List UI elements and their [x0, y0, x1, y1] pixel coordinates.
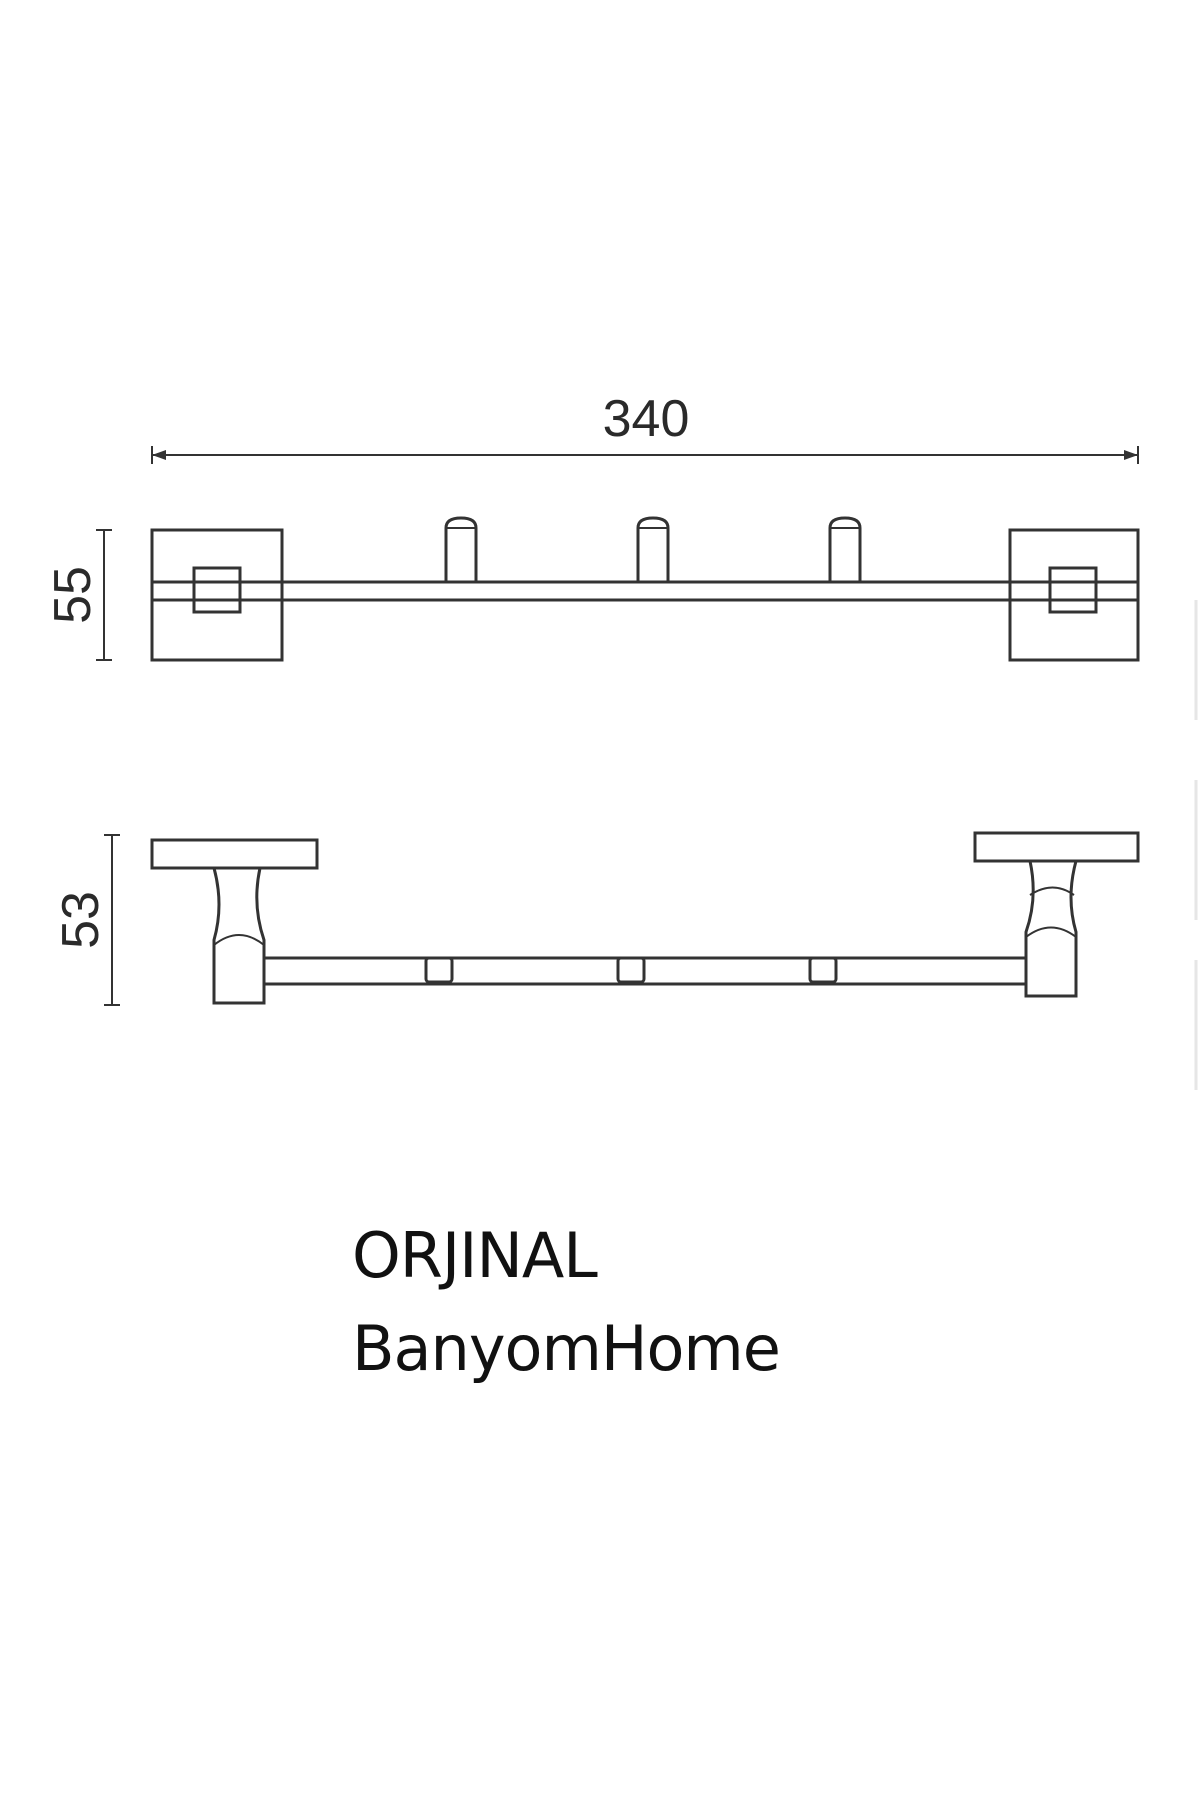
front-view: 55	[44, 516, 1140, 662]
hook-3	[828, 516, 862, 582]
front-rail	[152, 580, 1138, 602]
hook-2	[636, 516, 670, 582]
front-height-label: 55	[44, 566, 102, 624]
side-view: 53	[52, 831, 1140, 1006]
brand-line-orjinal: ORJINAL	[352, 1219, 598, 1292]
hook-1	[444, 516, 478, 582]
width-label: 340	[603, 390, 690, 448]
right-plate-clip	[1048, 566, 1098, 614]
right-post	[1024, 859, 1078, 998]
left-plate-clip	[192, 566, 242, 614]
brand-line-name: BanyomHome	[352, 1312, 781, 1385]
side-rail	[264, 956, 1026, 986]
right-wall-plate	[1008, 528, 1140, 662]
hook-base-2	[616, 956, 646, 984]
side-depth-label: 53	[52, 891, 110, 949]
front-height-dimension: 55	[44, 529, 112, 661]
right-plate-top	[973, 831, 1140, 863]
left-wall-plate	[150, 528, 284, 662]
width-dimension: 340	[151, 390, 1139, 464]
hook-base-3	[808, 956, 838, 984]
left-post	[212, 866, 266, 1005]
side-depth-dimension: 53	[52, 834, 120, 1006]
left-plate-top	[150, 838, 319, 870]
hook-base-1	[424, 956, 454, 984]
